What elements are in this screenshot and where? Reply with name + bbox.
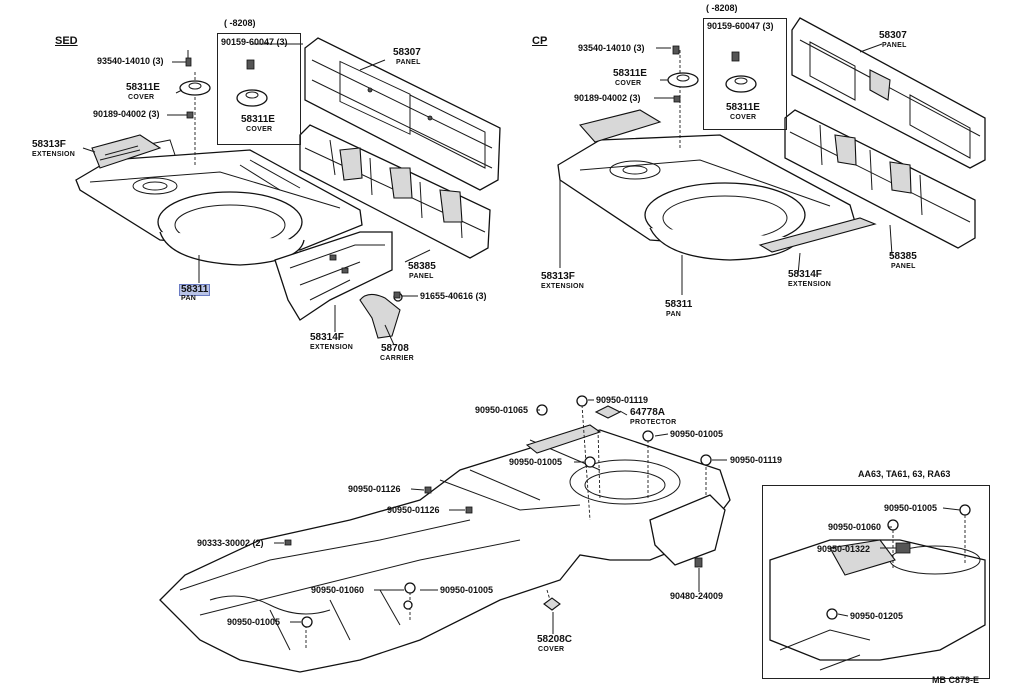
part-number[interactable]: 58385 xyxy=(889,251,917,262)
part-name: COVER xyxy=(128,94,155,101)
sed-58314f-extension-drawing xyxy=(274,231,393,321)
part-number[interactable]: 90950-01005 xyxy=(670,429,724,439)
part-number[interactable]: 58311E xyxy=(126,82,160,93)
part-number[interactable]: 58314F xyxy=(788,269,822,280)
variant-label: AA63, TA61, 63, RA63 xyxy=(858,469,951,479)
year-range-label: ( -8208) xyxy=(706,3,738,13)
part-number[interactable]: 64778A xyxy=(630,407,666,418)
cp-floor-pan-drawing xyxy=(557,50,877,261)
part-number[interactable]: 58313F xyxy=(541,271,575,282)
part-number[interactable]: 90950-01322 xyxy=(817,544,871,554)
cp-year-box xyxy=(703,18,787,130)
part-number[interactable]: 90189-04002 (3) xyxy=(574,93,641,103)
part-number[interactable]: 58708 xyxy=(381,343,409,354)
floor-assembly-drawing xyxy=(159,404,731,673)
part-number[interactable]: 90950-01126 xyxy=(348,484,401,494)
year-range-label: ( -8208) xyxy=(224,18,256,28)
part-number[interactable]: 58307 xyxy=(879,30,907,41)
sed-section-label: SED xyxy=(55,35,78,47)
part-name: PAN xyxy=(666,311,682,318)
page-code: MB C879-E xyxy=(932,675,980,685)
part-name: PANEL xyxy=(882,42,907,49)
part-number[interactable]: 58311E xyxy=(241,114,275,125)
part-number[interactable]: 58311 xyxy=(665,299,693,310)
part-number[interactable]: 58311E xyxy=(726,102,760,113)
cp-58307-panel-drawing xyxy=(791,17,986,169)
part-number[interactable]: 58307 xyxy=(393,47,421,58)
part-name: COVER xyxy=(538,646,565,653)
part-number[interactable]: 90159-60047 (3) xyxy=(707,21,774,31)
cp-section-label: CP xyxy=(532,35,548,47)
part-number[interactable]: 90950-01126 xyxy=(387,505,440,515)
part-number[interactable]: 90950-01005 xyxy=(227,617,281,627)
part-number[interactable]: 90950-01060 xyxy=(828,522,882,532)
part-number[interactable]: 93540-14010 (3) xyxy=(97,56,164,66)
part-number[interactable]: 90950-01005 xyxy=(509,457,563,467)
inset-drawing xyxy=(769,504,986,671)
part-number[interactable]: 90950-01065 xyxy=(475,405,529,415)
part-number[interactable]: 58385 xyxy=(408,261,436,272)
part-number-highlighted[interactable]: 58311 xyxy=(178,284,211,296)
part-number[interactable]: 91655-40616 (3) xyxy=(420,291,487,301)
part-number[interactable]: 90950-01060 xyxy=(311,585,365,595)
part-number[interactable]: 90950-01119 xyxy=(596,395,649,405)
part-number[interactable]: 90950-01119 xyxy=(730,455,783,465)
part-name: EXTENSION xyxy=(310,344,354,351)
part-name: COVER xyxy=(730,114,757,121)
part-name: PROTECTOR xyxy=(630,419,677,426)
cp-hardware-drawing xyxy=(667,45,757,103)
sed-58385-panel-drawing xyxy=(299,124,491,259)
sed-floor-pan-drawing xyxy=(75,72,363,266)
variant-inset-box xyxy=(762,485,990,679)
part-name: PANEL xyxy=(396,59,421,66)
floor-fasteners-drawing xyxy=(284,395,712,628)
part-name: PAN xyxy=(181,295,197,302)
part-number[interactable]: 58208C xyxy=(537,634,573,645)
part-name: COVER xyxy=(246,126,273,133)
sed-58307-panel-drawing xyxy=(304,37,501,191)
part-number[interactable]: 58313F xyxy=(32,139,66,150)
cp-58385-panel-drawing xyxy=(784,109,976,249)
part-number[interactable]: 90480-24009 xyxy=(670,591,724,601)
part-number[interactable]: 93540-14010 (3) xyxy=(578,43,645,53)
part-number[interactable]: 90333-30002 (2) xyxy=(197,538,264,548)
sed-hardware-drawing xyxy=(179,50,401,299)
part-number[interactable]: 90950-01005 xyxy=(884,503,938,513)
leader-lines xyxy=(82,43,961,634)
part-name: EXTENSION xyxy=(788,281,832,288)
part-name: EXTENSION xyxy=(32,151,76,158)
part-number[interactable]: 58311E xyxy=(613,68,647,79)
part-number[interactable]: 90950-01005 xyxy=(440,585,494,595)
part-name: PANEL xyxy=(409,273,434,280)
part-name: CARRIER xyxy=(380,355,414,362)
sed-58708-carrier-drawing xyxy=(359,292,418,339)
part-name: PANEL xyxy=(891,263,916,270)
part-name: COVER xyxy=(615,80,642,87)
sed-year-box xyxy=(217,33,301,145)
part-number[interactable]: 90189-04002 (3) xyxy=(93,109,160,119)
part-number[interactable]: 58314F xyxy=(310,332,344,343)
part-number[interactable]: 90950-01205 xyxy=(850,611,904,621)
part-name: EXTENSION xyxy=(541,283,585,290)
part-number[interactable]: 90159-60047 (3) xyxy=(221,37,288,47)
